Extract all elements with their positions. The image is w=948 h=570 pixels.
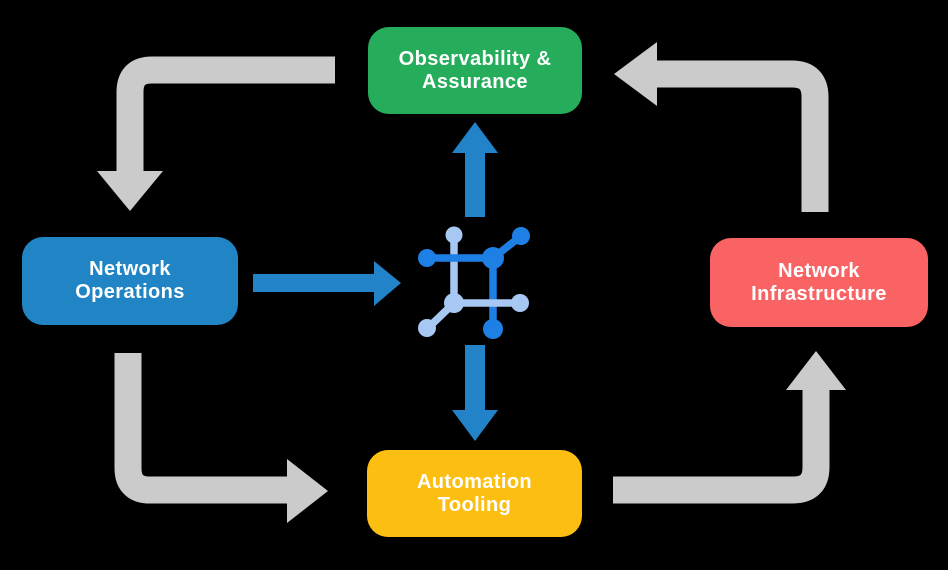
node-observability-label-line2: Assurance: [422, 70, 528, 93]
flow-arrow-center-to-automation-icon: [452, 345, 498, 441]
cycle-arrow-observability-to-operations-icon: [97, 56, 335, 211]
flow-arrow-operations-to-center-icon: [253, 261, 401, 306]
node-infrastructure-label-line1: Network: [778, 259, 860, 282]
cycle-arrow-automation-to-infrastructure-icon: [613, 351, 846, 504]
node-automation-label-line2: Tooling: [437, 493, 512, 516]
node-infrastructure-label-line2: Infrastructure: [751, 282, 887, 305]
node-operations-label-line2: Operations: [75, 281, 185, 303]
node-observability-label-line1: Observability &: [398, 47, 552, 70]
node-operations-label-line1: Network: [89, 258, 171, 280]
node-observability-assurance: Observability & Assurance: [368, 27, 582, 114]
cycle-arrow-infrastructure-to-observability-icon: [614, 42, 829, 212]
node-network-infrastructure: Network Infrastructure: [710, 238, 928, 327]
cycle-arrow-operations-to-automation-icon: [114, 353, 328, 523]
network-mesh-icon: [418, 226, 530, 339]
node-automation-label-line1: Automation: [416, 470, 533, 493]
node-automation-tooling: Automation Tooling: [367, 450, 582, 537]
node-network-operations: Network Operations: [22, 237, 238, 325]
flow-arrow-center-to-observability-icon: [452, 122, 498, 217]
